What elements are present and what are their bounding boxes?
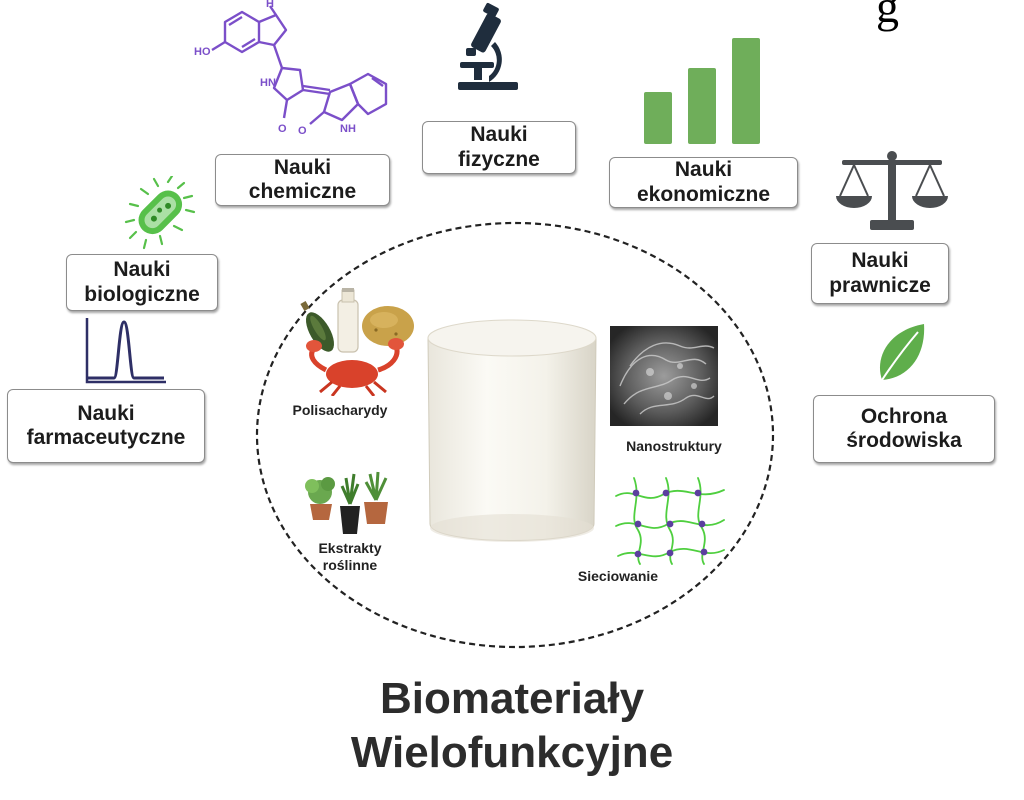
title-line2: Wielofunkcyjne bbox=[350, 727, 674, 777]
plant-extracts-image bbox=[305, 471, 388, 534]
field-chemical-line1: Nauki bbox=[273, 155, 332, 179]
field-legal-line1: Nauki bbox=[851, 249, 909, 273]
field-legal-line2: prawnicze bbox=[829, 273, 931, 297]
field-chemical-line2: chemiczne bbox=[248, 180, 357, 203]
network-node bbox=[666, 520, 674, 528]
title-line1: Biomateriały bbox=[379, 674, 645, 723]
field-environment-line1: Ochrona bbox=[860, 404, 948, 428]
network-node bbox=[662, 489, 670, 497]
central-dashed-circle bbox=[255, 221, 775, 649]
field-physical-line2: fizyczne bbox=[458, 147, 540, 171]
field-biological-line2: biologiczne bbox=[84, 282, 200, 306]
bar-icon-1 bbox=[644, 92, 672, 144]
molecule-label-o2: O bbox=[298, 125, 307, 137]
molecule-label-ho: HO bbox=[194, 46, 211, 58]
microscope-icon bbox=[458, 3, 518, 90]
main-title: Biomateriały Wielofunkcyjne bbox=[0, 672, 1024, 779]
field-pharmaceutical-line1: Nauki bbox=[77, 401, 135, 425]
milk-bottle-icon bbox=[337, 288, 359, 353]
label-crosslinking: Sieciowanie bbox=[577, 568, 659, 584]
bar-icon-3 bbox=[732, 38, 760, 144]
label-polysaccharides: Polisacharydy bbox=[292, 402, 388, 418]
potted-plant-1 bbox=[305, 477, 335, 520]
peak-icon bbox=[85, 318, 166, 384]
leaf-icon bbox=[879, 324, 925, 381]
crosslinking-network-image bbox=[615, 477, 725, 565]
potted-plant-3 bbox=[364, 471, 388, 524]
field-economic-line2: ekonomiczne bbox=[636, 182, 771, 206]
potato-icon bbox=[362, 306, 414, 346]
field-biological-line1: Nauki bbox=[113, 258, 171, 282]
molecule-label-h: H bbox=[266, 0, 274, 10]
potted-plant-2 bbox=[340, 473, 360, 534]
label-plant-extracts-line1: Ekstrakty bbox=[318, 540, 382, 556]
field-economic-line1: Nauki bbox=[674, 158, 733, 182]
molecule-label-o1: O bbox=[278, 123, 287, 135]
label-nanostructures: Nanostruktury bbox=[626, 438, 722, 454]
network-node bbox=[666, 549, 674, 557]
molecule-label-nh: NH bbox=[340, 123, 356, 135]
nanostructure-sem-image bbox=[610, 326, 718, 426]
polysaccharide-sources-image bbox=[300, 288, 414, 396]
field-environment-line2: środowiska bbox=[846, 429, 962, 452]
network-node bbox=[700, 548, 708, 556]
label-plant-extracts-line2: roślinne bbox=[322, 556, 378, 573]
network-node bbox=[634, 520, 642, 528]
network-node bbox=[632, 489, 640, 497]
corner-text: g bbox=[876, 0, 899, 32]
crab-icon bbox=[306, 338, 404, 396]
biomaterial-cylinder-image bbox=[427, 319, 597, 542]
network-node bbox=[694, 489, 702, 497]
bar-icon-2 bbox=[688, 68, 716, 144]
scales-icon bbox=[836, 151, 948, 230]
bar-chart-icon bbox=[644, 38, 760, 144]
field-pharmaceutical-line2: farmaceutyczne bbox=[26, 426, 186, 449]
network-node bbox=[698, 520, 706, 528]
network-node bbox=[634, 550, 642, 558]
zucchini-icon bbox=[300, 301, 334, 352]
bacterium-icon bbox=[124, 176, 196, 250]
molecule-icon: HO H HN O O NH bbox=[194, 0, 388, 137]
molecule-label-hn: HN bbox=[260, 77, 276, 89]
label-plant-extracts: Ekstrakty roślinne bbox=[290, 540, 410, 574]
field-physical-line1: Nauki bbox=[470, 123, 528, 147]
